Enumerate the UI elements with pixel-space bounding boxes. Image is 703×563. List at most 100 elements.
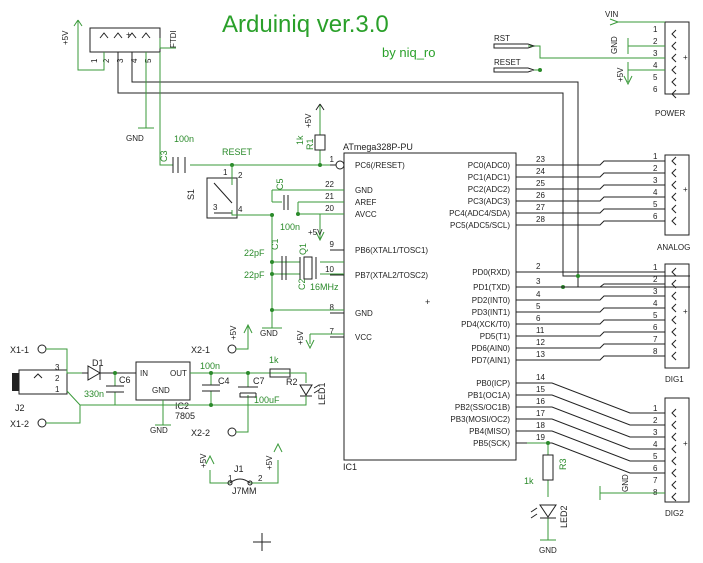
dig1-pin-6: 6 (653, 323, 658, 332)
ic1-right-pin-num: 15 (536, 385, 545, 394)
analog-pin-5: 5 (653, 200, 658, 209)
dig2-gnd: GND (621, 474, 630, 492)
dig2-pin-2: 2 (653, 416, 658, 425)
ic1-left-pin-name: PC6(/RESET) (355, 161, 405, 170)
power-pin-1: 1 (653, 25, 658, 34)
ftdi-pin-4: 4 (130, 58, 139, 63)
x2-2-label: X2-2 (191, 428, 210, 438)
r3-ref: R3 (558, 458, 568, 470)
ic1-left-pin-name: AVCC (355, 210, 377, 219)
ic1-left-pin-name: AREF (355, 198, 376, 207)
dig2-pin-5: 5 (653, 452, 658, 461)
schematic-subtitle: by niq_ro (382, 45, 435, 60)
j1-5v-a: +5V (199, 453, 208, 468)
r1-value: 1k (295, 135, 305, 145)
ic1-right-pin-name: PB4(MISO) (469, 427, 510, 436)
r3-value: 1k (524, 476, 534, 486)
ic1-left-pin-name: PB7(XTAL2/TOSC2) (355, 271, 428, 280)
j2-ref: J2 (15, 403, 25, 413)
dig2-pin-3: 3 (653, 428, 658, 437)
vcc-5v: +5V (296, 330, 305, 345)
terminal-x2-1 (227, 344, 237, 354)
terminal-x1-2 (37, 418, 47, 428)
power-label: POWER (655, 109, 685, 118)
c6-ref: C6 (119, 375, 131, 385)
svg-text:+: + (126, 30, 131, 39)
ftdi-5v-label: +5V (61, 30, 70, 45)
ic1-left-pin-num: 22 (325, 180, 334, 189)
dig1-pin-8: 8 (653, 347, 658, 356)
ic1-right-pin-num: 4 (536, 290, 541, 299)
ic1-left-pin-num: 9 (330, 240, 335, 249)
atmega328p-ic1: ATmega328P-PU IC1 + 1PC6(/RESET)22GND21A… (325, 142, 665, 474)
ic1-right-pin-num: 5 (536, 302, 541, 311)
ftdi-pin-5: 5 (144, 58, 153, 63)
j1-ref: J1 (234, 464, 244, 474)
power-pin-5: 5 (653, 73, 658, 82)
ic1-right-pin-num: 28 (536, 215, 545, 224)
ic1-right-pin-name: PD0(RXD) (472, 268, 510, 277)
d1-ref: D1 (92, 358, 104, 368)
ic1-right-pin-num: 16 (536, 397, 545, 406)
svg-text:2: 2 (55, 374, 60, 383)
power-5v: +5V (616, 67, 625, 82)
rst-label: RST (494, 34, 510, 43)
c2-ref: C2 (297, 278, 307, 290)
c4-value: 100n (200, 361, 220, 371)
c5-ref: C5 (275, 178, 285, 190)
c3-value: 100n (174, 134, 194, 144)
ftdi-label: FTDI (169, 30, 178, 48)
dig2-label: DIG2 (665, 509, 684, 518)
reg-in: IN (140, 369, 148, 378)
reset-switch-s1: 1 2 3 4 S1 (186, 168, 243, 219)
ic1-right-pin-name: PD6(AIN0) (471, 344, 510, 353)
ic1-right-pin-name: PD4(XCK/T0) (461, 320, 510, 329)
ic1-right-pin-name: PC2(ADC2) (468, 185, 511, 194)
ftdi-pin-3: 3 (116, 58, 125, 63)
ic1-right-pin-num: 25 (536, 179, 545, 188)
r2-value: 1k (269, 355, 279, 365)
ic1-right-pin-name: PB0(ICP) (476, 379, 510, 388)
ic1-ref: IC1 (343, 462, 357, 472)
svg-text:+: + (683, 307, 688, 316)
ic1-right-pin-name: PB1(OC1A) (468, 391, 511, 400)
ftdi-pin-2: 2 (102, 58, 111, 63)
ic1-left-pin-name: VCC (355, 333, 372, 342)
ic1-right-pin-num: 2 (536, 262, 541, 271)
ic1-right-pin-num: 13 (536, 350, 545, 359)
regulator-ic2: IN OUT GND IC2 7805 (135, 361, 195, 421)
c6-value: 330n (84, 389, 104, 399)
q1-ref: Q1 (298, 243, 308, 255)
ic1-right-pin-name: PD1(TXD) (473, 283, 510, 292)
ic1-left-pin-num: 1 (330, 155, 335, 164)
ic1-right-pin-name: PD7(AIN1) (471, 356, 510, 365)
ic1-left-pin-num: 7 (330, 327, 335, 336)
r1-5v: +5V (304, 113, 313, 128)
analog-pin-1: 1 (653, 152, 658, 161)
dig2-pin-1: 1 (653, 404, 658, 413)
ic1-left-pin-num: 21 (325, 192, 334, 201)
ic1-right-pin-num: 24 (536, 167, 545, 176)
schematic-title: Arduiniq ver.3.0 (222, 11, 389, 38)
c3-ref: C3 (159, 150, 169, 162)
analog-pin-2: 2 (653, 164, 658, 173)
svg-text:+: + (683, 53, 688, 62)
x2-1-label: X2-1 (191, 345, 210, 355)
ic1-part: ATmega328P-PU (343, 142, 413, 152)
ic1-right-pin-name: PC0(ADC0) (468, 161, 511, 170)
j1-5v-b: +5V (265, 455, 274, 470)
ic1-right-pin-name: PD2(INT0) (472, 296, 511, 305)
power-pin-2: 2 (653, 37, 658, 46)
r2-ref: R2 (286, 377, 298, 387)
q1-value: 16MHz (310, 282, 339, 292)
ic2-ref: IC2 (175, 401, 189, 411)
power-pin-4: 4 (653, 61, 658, 70)
power-gnd: GND (610, 36, 619, 54)
c2-value: 22pF (244, 270, 265, 280)
gnd-label-ic: GND (260, 329, 278, 338)
c1-ref: C1 (270, 238, 280, 250)
ic1-right-pin-name: PD3(INT1) (472, 308, 511, 317)
dig2-pin-7: 7 (653, 476, 658, 485)
